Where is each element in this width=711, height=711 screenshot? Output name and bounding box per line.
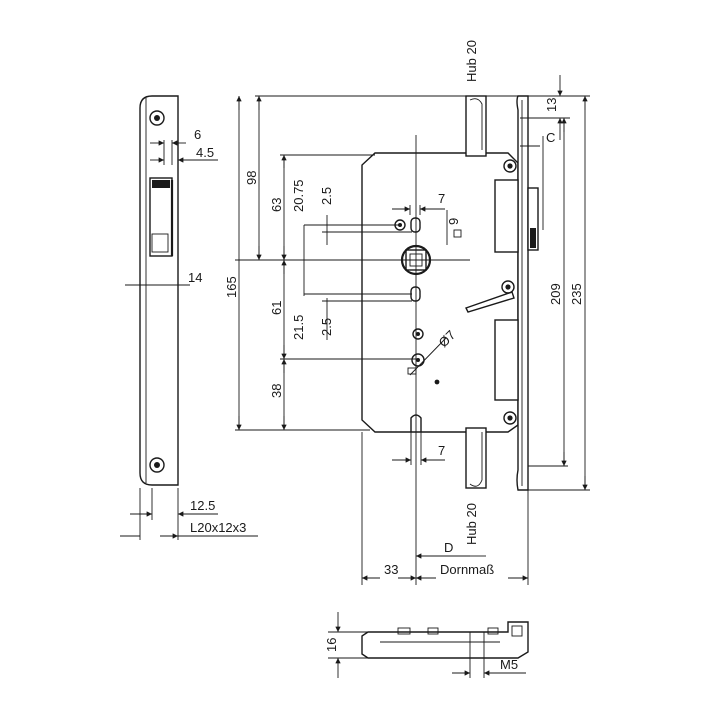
dim-33-label: 33 <box>384 562 398 577</box>
side-view: 6 4.5 14 12.5 L20x12x3 <box>120 95 258 540</box>
dead-bolt <box>494 319 519 401</box>
dim-C-label: C <box>546 130 555 145</box>
dim-16-label: 16 <box>324 638 339 652</box>
faceplate-outline <box>139 95 179 486</box>
forend-plate <box>516 95 529 491</box>
case-screw-3 <box>503 411 517 425</box>
lever-arm <box>465 291 515 313</box>
dim-209-label: 209 <box>548 283 563 305</box>
front-view: Hub 20 Hub 20 13 C 98 63 20.75 2.5 7 <box>224 40 590 585</box>
hub-post-top <box>465 95 487 157</box>
latch-bolt <box>494 179 519 253</box>
dim-9-label: 9 <box>446 218 461 225</box>
dim-4-5-label: 4.5 <box>196 145 214 160</box>
lock-case <box>361 152 519 433</box>
hub-bottom-label: Hub 20 <box>464 503 479 545</box>
dim-38-label: 38 <box>269 384 284 398</box>
dim-M5-label: M5 <box>500 657 518 672</box>
dim-14-label: 14 <box>188 270 202 285</box>
faceplate-screw-top <box>149 110 165 126</box>
dim-165-label: 165 <box>224 276 239 298</box>
hub-top-label: Hub 20 <box>464 40 479 82</box>
hub-post-bottom <box>465 427 487 489</box>
dim-2-5-top-label: 2.5 <box>319 187 334 205</box>
lock-bottom-profile <box>361 621 529 659</box>
dim-20-75-label: 20.75 <box>291 179 306 212</box>
dim-faceplate-label: L20x12x3 <box>190 520 246 535</box>
latch-tongue <box>527 187 539 251</box>
dim-235-label: 235 <box>569 283 584 305</box>
dim-12-5-label: 12.5 <box>190 498 215 513</box>
dim-7-top-label: 7 <box>438 191 445 206</box>
dim-13-label: 13 <box>544 98 559 112</box>
square-marker <box>453 229 462 238</box>
dim-61-label: 61 <box>269 301 284 315</box>
dim-63-label: 63 <box>269 198 284 212</box>
dim-dornmass-label: Dornmaß <box>440 562 494 577</box>
dim-98-label: 98 <box>244 171 259 185</box>
faceplate-screw-bottom <box>149 457 165 473</box>
cylinder-screw-hole <box>412 328 424 340</box>
latch-bolt-side <box>149 177 173 257</box>
bottom-view: M5 16 <box>324 612 529 678</box>
case-screw-1 <box>503 159 517 173</box>
dim-21-5-label: 21.5 <box>291 315 306 340</box>
dim-2-5-bottom-label: 2.5 <box>319 318 334 336</box>
dim-6-label: 6 <box>194 127 201 142</box>
dim-D-label: D <box>444 540 453 555</box>
dim-7-bottom-label: 7 <box>438 443 445 458</box>
